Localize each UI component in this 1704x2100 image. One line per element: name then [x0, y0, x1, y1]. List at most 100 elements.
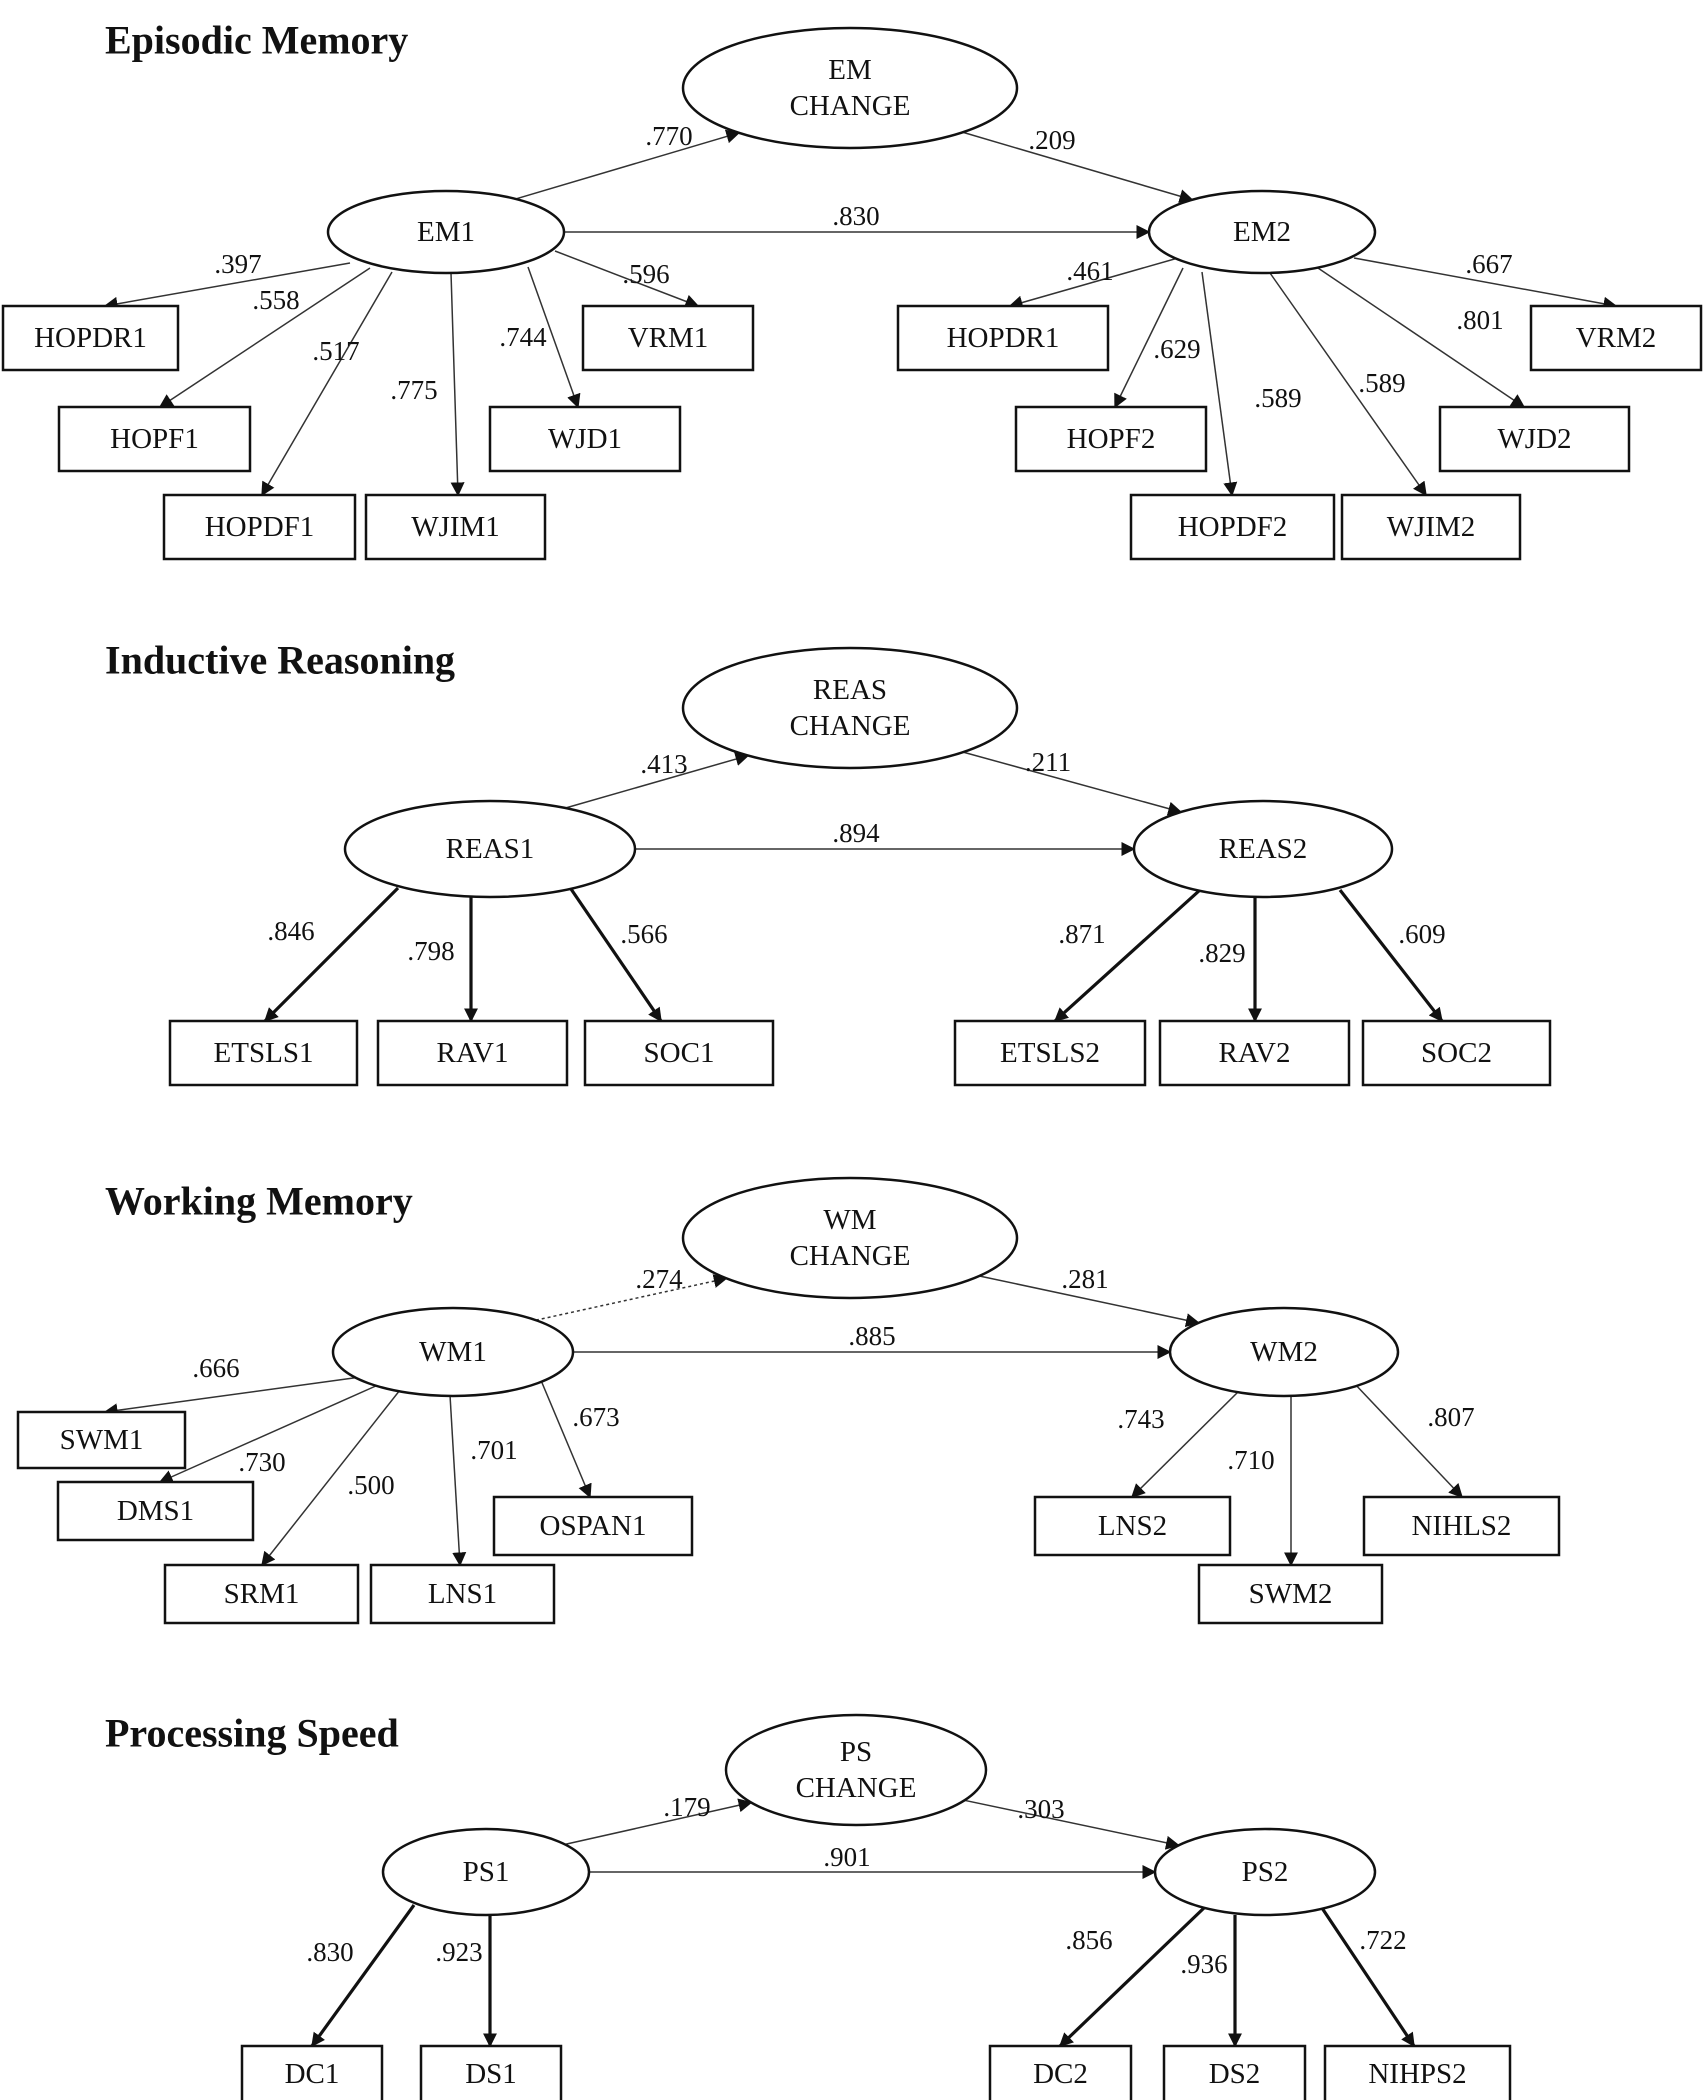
indicator-em-obs1-5: [581, 304, 755, 372]
loading-coef: .589: [1254, 383, 1301, 413]
loading-path-em-obs2-2: [1201, 271, 1238, 497]
indicator-em-obs2-3: [1340, 493, 1522, 561]
loading-coef: .871: [1058, 919, 1105, 949]
loading-coef: .856: [1065, 1925, 1112, 1955]
latent-ps-time1: [381, 1827, 591, 1917]
indicator-label: NIHLS2: [1412, 1510, 1512, 1542]
time2-label: EM2: [1233, 216, 1291, 248]
coef-change-to-t2: .281: [1061, 1264, 1108, 1294]
indicator-label: VRM2: [1576, 322, 1657, 354]
loading-coef: .798: [407, 936, 454, 966]
path-em-t1-to-change: [515, 129, 741, 200]
indicator-label: SWM2: [1249, 1578, 1333, 1610]
loading-path-em-obs1-3: [450, 272, 465, 497]
indicator-label: LNS2: [1098, 1510, 1167, 1542]
coef-t1-to-t2: .830: [832, 201, 879, 231]
indicator-reas-obs1-0: [168, 1019, 359, 1087]
latent-wm-change: [681, 1176, 1019, 1300]
loading-path-ps-obs1-0: [310, 1904, 416, 2048]
indicator-wm-obs2-1: [1197, 1563, 1384, 1625]
indicator-reas-obs2-2: [1361, 1019, 1552, 1087]
latent-em-time1: [326, 189, 566, 275]
loading-path-wm-obs1-4: [539, 1377, 592, 1499]
loading-coef: .923: [435, 1937, 482, 1967]
path-wm-t1-to-change: [535, 1274, 728, 1321]
loading-path-em-obs1-5: [554, 250, 700, 309]
indicator-label: WJIM1: [411, 511, 500, 543]
indicator-wm-obs1-4: [492, 1495, 694, 1557]
section-title-ps: Processing Speed: [105, 1711, 399, 1756]
loading-path-reas-obs1-0: [263, 886, 400, 1023]
indicator-em-obs2-4: [1438, 405, 1631, 473]
loading-coef: .609: [1398, 919, 1445, 949]
change-label-line2: CHANGE: [796, 1772, 917, 1804]
loading-coef: .517: [312, 336, 359, 366]
indicator-label: RAV2: [1219, 1037, 1291, 1069]
loading-path-em-obs2-1: [1114, 267, 1184, 409]
loading-path-wm-obs2-0: [1131, 1389, 1241, 1498]
change-label-line2: CHANGE: [790, 710, 911, 742]
loading-coef: .673: [572, 1402, 619, 1432]
coef-t1-to-t2: .901: [823, 1842, 870, 1872]
indicator-reas-obs1-1: [376, 1019, 569, 1087]
indicator-wm-obs1-0: [16, 1410, 187, 1470]
time2-label: PS2: [1242, 1856, 1289, 1888]
indicator-em-obs2-5: [1529, 304, 1703, 372]
loading-coef: .461: [1066, 256, 1113, 286]
change-label-line1: PS: [840, 1736, 872, 1768]
indicator-em-obs2-2: [1129, 493, 1336, 561]
indicator-label: RAV1: [437, 1037, 509, 1069]
path-reas-change-to-t2: [962, 751, 1183, 816]
change-label-line2: CHANGE: [790, 90, 911, 122]
latent-reas-time2: [1132, 799, 1394, 899]
coef-change-to-t2: .209: [1028, 125, 1075, 155]
coef-t1-to-change: .179: [663, 1792, 710, 1822]
indicator-label: HOPF2: [1067, 423, 1156, 455]
loading-coef: .566: [620, 919, 667, 949]
indicator-ps-obs2-0: [988, 2044, 1133, 2100]
loading-coef: .775: [390, 375, 437, 405]
loading-path-reas-obs1-2: [569, 888, 663, 1023]
loading-path-wm-obs1-0: [103, 1375, 369, 1418]
indicator-label: LNS1: [428, 1578, 497, 1610]
indicator-label: WJD2: [1497, 423, 1571, 455]
loading-path-ps-obs2-0: [1058, 1905, 1207, 2048]
loading-path-em-obs2-4: [1314, 265, 1526, 408]
loading-coef: .397: [214, 249, 261, 279]
loading-coef: .710: [1227, 1445, 1274, 1475]
change-label-line1: EM: [828, 54, 872, 86]
loading-path-wm-obs1-1: [158, 1384, 379, 1484]
indicator-reas-obs2-0: [953, 1019, 1147, 1087]
indicator-ps-obs2-1: [1162, 2044, 1307, 2100]
indicator-label: ETSLS1: [214, 1037, 314, 1069]
indicator-em-obs1-1: [57, 405, 252, 473]
indicator-em-obs1-0: [1, 304, 180, 372]
loading-path-em-obs1-1: [158, 267, 371, 408]
latent-em-change: [681, 26, 1019, 150]
indicator-label: DMS1: [117, 1495, 194, 1527]
loading-coef: .701: [470, 1435, 517, 1465]
coef-t1-to-change: .413: [640, 749, 687, 779]
loading-path-wm-obs1-2: [261, 1389, 401, 1567]
indicator-label: HOPDR1: [34, 322, 147, 354]
loading-coef: .830: [306, 1937, 353, 1967]
loading-path-em-obs2-5: [1353, 257, 1618, 311]
latent-em-time2: [1147, 189, 1377, 275]
indicator-em-obs2-0: [896, 304, 1110, 372]
time2-label: WM2: [1250, 1336, 1318, 1368]
indicator-em-obs1-4: [488, 405, 682, 473]
change-label-line1: REAS: [813, 674, 887, 706]
section-title-wm: Working Memory: [105, 1179, 413, 1224]
loading-path-wm-obs2-2: [1352, 1381, 1463, 1499]
indicator-reas-obs2-1: [1158, 1019, 1351, 1087]
section-title-reas: Inductive Reasoning: [105, 638, 455, 683]
loading-coef: .589: [1358, 368, 1405, 398]
loading-coef: .846: [267, 916, 314, 946]
loading-path-em-obs2-0: [1008, 257, 1179, 310]
indicator-wm-obs2-2: [1362, 1495, 1561, 1557]
coef-change-to-t2: .303: [1017, 1794, 1064, 1824]
indicator-label: HOPDR1: [947, 322, 1060, 354]
loading-path-em-obs1-0: [103, 262, 351, 311]
indicator-label: SOC1: [644, 1037, 715, 1069]
